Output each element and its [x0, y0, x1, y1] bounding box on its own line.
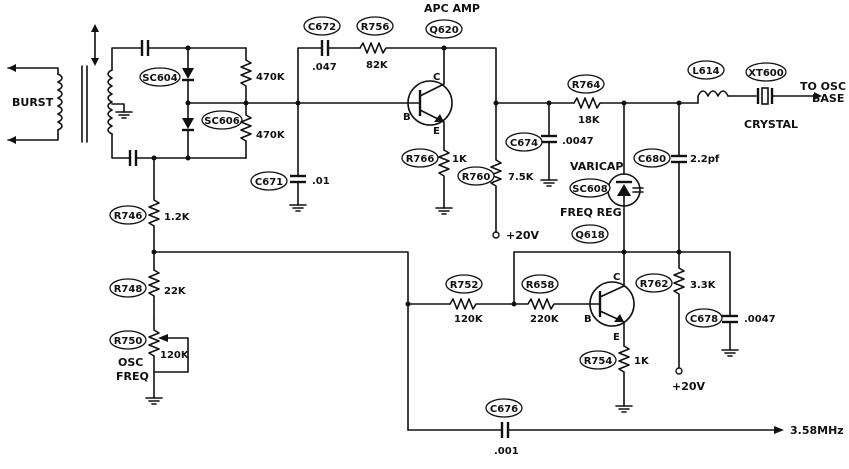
svg-text:1K: 1K — [452, 154, 468, 165]
apc-amp-label: APC AMP — [424, 2, 480, 15]
svg-text:.01: .01 — [312, 176, 330, 187]
svg-text:R766: R766 — [406, 154, 435, 165]
resistor-r746: R746 1.2K — [109, 157, 191, 253]
svg-text:BASE: BASE — [812, 92, 844, 105]
svg-text:.047: .047 — [312, 62, 337, 73]
svg-text:R746: R746 — [114, 211, 143, 222]
svg-text:SC606: SC606 — [204, 116, 239, 127]
svg-text:R752: R752 — [450, 280, 479, 291]
svg-text:3.58MHz: 3.58MHz — [790, 424, 844, 437]
resistor-r756: R756 82K — [356, 16, 445, 71]
svg-text:C680: C680 — [638, 154, 666, 165]
svg-text:R748: R748 — [114, 284, 143, 295]
resistor-r762: R762 3.3K +20V — [635, 251, 717, 393]
svg-text:.0047: .0047 — [562, 136, 594, 147]
svg-text:.001: .001 — [494, 446, 519, 457]
svg-text:R754: R754 — [584, 356, 613, 367]
burst-label: BURST — [12, 96, 54, 109]
svg-text:C: C — [613, 272, 620, 283]
burst-transformer: BURST — [7, 24, 143, 159]
svg-text:1K: 1K — [634, 356, 650, 367]
svg-text:120K: 120K — [454, 314, 484, 325]
resistor-r760: R760 7.5K +20V — [457, 102, 540, 242]
resistor-r754: R754 1K — [579, 345, 650, 413]
svg-text:18K: 18K — [578, 115, 601, 126]
svg-text:L614: L614 — [692, 66, 719, 77]
svg-text:R756: R756 — [361, 22, 390, 33]
svg-text:22K: 22K — [164, 286, 187, 297]
diode-sc604: SC604 — [139, 47, 194, 104]
svg-text:E: E — [433, 126, 440, 137]
svg-text:R760: R760 — [462, 172, 491, 183]
svg-text:SC608: SC608 — [572, 184, 607, 195]
svg-text:OSC: OSC — [118, 356, 143, 369]
resistor-r766: R766 1K — [401, 148, 468, 215]
svg-text:FREQ: FREQ — [116, 370, 149, 383]
svg-text:Q620: Q620 — [429, 25, 458, 36]
diode-sc606: SC606 — [182, 102, 243, 159]
resistor-470k-top: 470K — [240, 47, 286, 104]
resistor-r764: R764 18K — [567, 74, 625, 126]
svg-text:R750: R750 — [114, 336, 143, 347]
resistor-r752: R752 120K — [445, 274, 515, 325]
capacitor-c674: C674 .0047 — [505, 102, 594, 187]
svg-text:R764: R764 — [572, 80, 601, 91]
potentiometer-r750: R750 120K OSC FREQ — [109, 317, 190, 405]
svg-text:TO OSC: TO OSC — [800, 80, 846, 93]
svg-text:CRYSTAL: CRYSTAL — [744, 118, 798, 131]
svg-text:3.3K: 3.3K — [690, 280, 717, 291]
svg-text:220K: 220K — [530, 314, 560, 325]
capacitor-c672: C672 .047 — [303, 16, 361, 73]
svg-text:C: C — [433, 72, 440, 83]
resistor-r658: R658 220K — [513, 274, 601, 325]
inductor-l614: L614 — [687, 60, 757, 104]
capacitor-c678: C678 .0047 — [685, 251, 776, 357]
transistor-q620: Q620 B C E — [297, 19, 463, 151]
svg-text:B: B — [584, 314, 592, 325]
svg-text:XT600: XT600 — [748, 68, 783, 79]
svg-text:C671: C671 — [255, 177, 283, 188]
svg-text:FREQ REG: FREQ REG — [560, 206, 622, 219]
svg-text:+20V: +20V — [672, 380, 706, 393]
resistor-r748: R748 22K — [109, 251, 187, 319]
svg-text:C678: C678 — [690, 314, 718, 325]
svg-text:R762: R762 — [640, 279, 669, 290]
svg-text:R658: R658 — [526, 280, 555, 291]
resistor-470k-bottom: 470K — [240, 102, 286, 159]
svg-text:470K: 470K — [256, 130, 286, 141]
crystal-xt600: XT600 CRYSTAL TO OSC BASE — [744, 62, 846, 131]
svg-text:C674: C674 — [510, 138, 538, 149]
coupling-cap-top — [140, 40, 247, 56]
svg-text:82K: 82K — [366, 60, 389, 71]
varicap-sc608: SC608 VARICAP FREQ REG Q618 — [560, 102, 644, 253]
capacitor-c676: C676 .001 3.58MHz — [407, 398, 844, 457]
svg-text:1.2K: 1.2K — [164, 212, 191, 223]
transistor-q618: B C E — [584, 251, 635, 347]
svg-text:.0047: .0047 — [744, 314, 776, 325]
svg-text:VARICAP: VARICAP — [570, 160, 624, 173]
svg-text:7.5K: 7.5K — [508, 172, 535, 183]
svg-text:C672: C672 — [308, 22, 336, 33]
svg-text:120K: 120K — [160, 350, 190, 361]
svg-text:Q618: Q618 — [575, 230, 604, 241]
svg-text:B: B — [403, 112, 411, 123]
capacitor-c671: C671 .01 — [250, 102, 330, 212]
svg-text:E: E — [613, 332, 620, 343]
svg-text:2.2pf: 2.2pf — [690, 154, 720, 165]
svg-text:SC604: SC604 — [142, 73, 177, 84]
capacitor-c680: C680 2.2pf — [633, 102, 720, 253]
svg-text:470K: 470K — [256, 72, 286, 83]
svg-text:+20V: +20V — [506, 229, 540, 242]
svg-text:C676: C676 — [490, 404, 518, 415]
